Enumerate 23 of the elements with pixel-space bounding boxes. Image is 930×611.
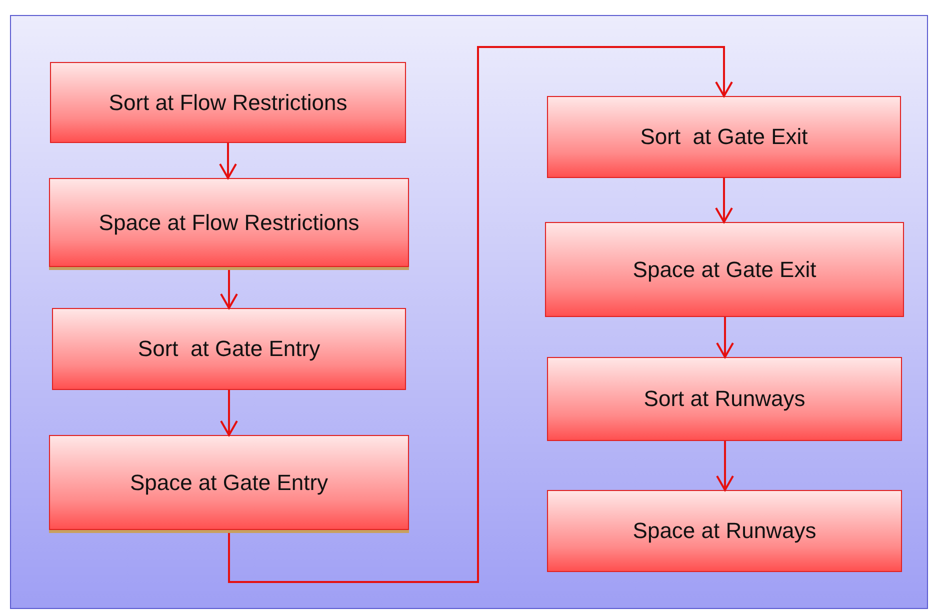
box-label: Sort at Flow Restrictions xyxy=(108,90,348,116)
arrow xyxy=(220,390,238,436)
box-label: Sort at Runways xyxy=(644,386,806,412)
box-label: Space at Runways xyxy=(632,518,816,544)
arrow xyxy=(220,270,238,309)
arrow xyxy=(716,317,734,358)
box-label: Space at Flow Restrictions xyxy=(98,210,360,236)
arrow xyxy=(716,441,734,491)
process-box xyxy=(547,96,901,178)
box-label: Space at Gate Exit xyxy=(632,256,816,282)
process-box xyxy=(545,222,904,317)
process-box xyxy=(52,308,406,390)
process-box xyxy=(547,490,902,572)
box-label: Space at Gate Entry xyxy=(130,470,328,496)
process-box xyxy=(49,435,409,530)
arrow xyxy=(228,46,733,583)
arrow xyxy=(715,178,733,223)
box-label: Sort at Gate Exit xyxy=(640,124,808,150)
arrow xyxy=(219,143,237,179)
box-label: Sort at Gate Entry xyxy=(138,336,320,362)
process-box xyxy=(49,178,409,267)
process-box xyxy=(50,62,406,143)
process-box xyxy=(547,357,902,441)
